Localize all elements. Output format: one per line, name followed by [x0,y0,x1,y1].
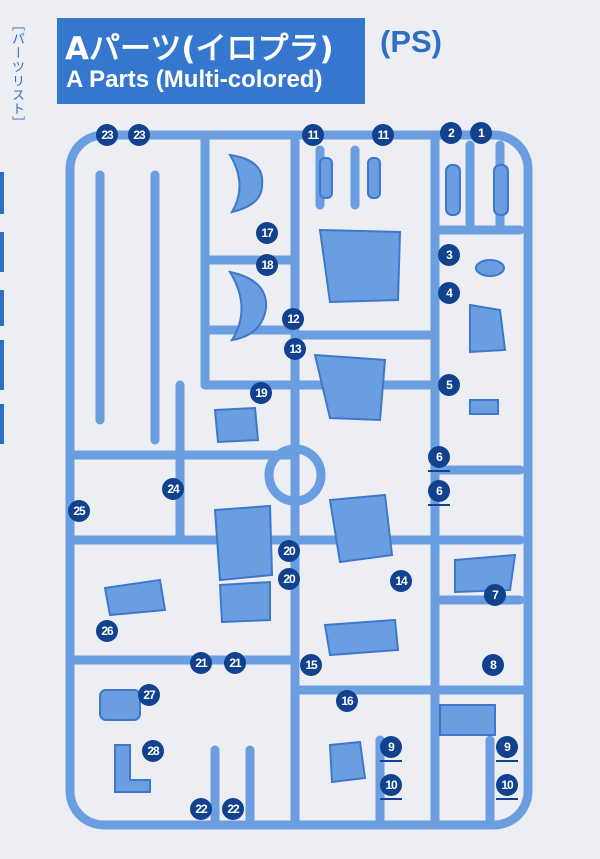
part-number-24: 24 [162,478,184,500]
part-number-18: 18 [256,254,278,276]
part-shape [475,259,505,277]
part-number-7: 7 [484,584,506,606]
part-number-2: 2 [440,122,462,144]
page-title-japanese: Aパーツ(イロプラ) [65,31,334,67]
part-shape [469,303,507,354]
part-shape [103,578,167,617]
material-label: (PS) [380,24,442,59]
part-number-21b: 21 [224,652,246,674]
part-shape [227,270,268,342]
part-number-9a: 9 [380,736,402,762]
part-shape [228,153,264,214]
part-number-11b: 11 [372,124,394,146]
part-number-5: 5 [438,374,460,396]
part-number-19: 19 [250,382,272,404]
part-shape [454,553,517,594]
part-shape [493,164,509,216]
part-number-26: 26 [96,620,118,642]
part-number-1: 1 [470,122,492,144]
part-shape [213,504,274,582]
part-shape [213,406,260,444]
part-number-14: 14 [390,570,412,592]
part-number-6b: 6 [428,480,450,506]
part-number-8: 8 [482,654,504,676]
plastic-parts [99,153,517,793]
page-title-english: A Parts (Multi-colored) [66,66,323,93]
part-shape [218,580,271,624]
part-number-22a: 22 [190,798,212,820]
part-number-23b: 23 [128,124,150,146]
part-number-17: 17 [256,222,278,244]
part-number-23a: 23 [96,124,118,146]
part-number-21a: 21 [190,652,212,674]
part-number-4: 4 [438,282,460,304]
part-shape [328,493,394,564]
part-number-15: 15 [300,654,322,676]
part-shape [469,399,499,415]
part-number-6a: 6 [428,446,450,472]
parts-list-side-label: ［パーツリスト］ [9,18,24,130]
part-shape [328,740,367,784]
part-number-3: 3 [438,244,460,266]
title-banner [57,18,365,104]
part-number-9b: 9 [496,736,518,762]
part-shape [313,353,387,422]
part-number-10b: 10 [496,774,518,800]
part-number-10a: 10 [380,774,402,800]
part-shape [439,704,496,736]
part-shape [323,618,400,657]
part-shape [367,157,381,199]
part-shape [445,164,461,216]
part-number-27: 27 [138,684,160,706]
part-number-22b: 22 [222,798,244,820]
part-number-25: 25 [68,500,90,522]
part-number-13: 13 [284,338,306,360]
part-shape [318,228,402,304]
part-shape [114,744,151,793]
part-number-12: 12 [282,308,304,330]
part-shape [99,689,141,721]
part-number-16: 16 [336,690,358,712]
part-number-28: 28 [142,740,164,762]
part-number-20b: 20 [278,568,300,590]
part-number-20a: 20 [278,540,300,562]
part-shape [319,157,333,199]
part-number-11a: 11 [302,124,324,146]
